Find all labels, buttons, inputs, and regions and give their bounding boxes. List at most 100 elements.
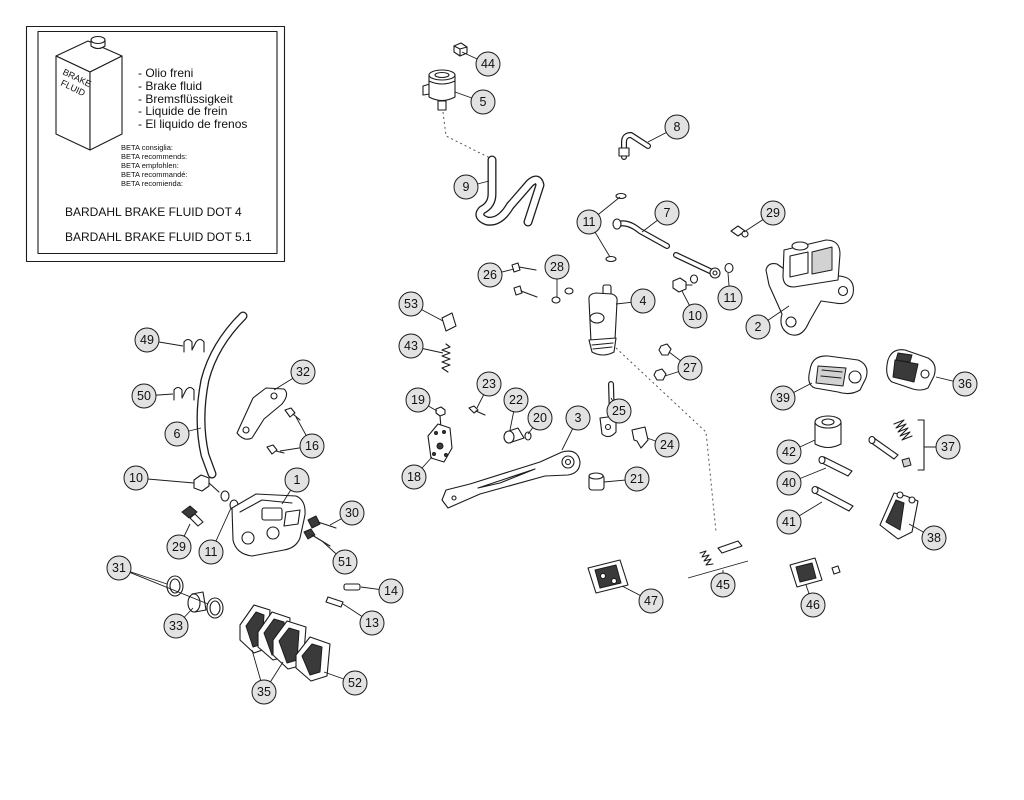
rear-brake-pad-part-47 [587,559,629,594]
callout-circle [475,51,501,77]
callout-circle [453,174,479,200]
callout-circle [776,439,802,465]
callout-5: 5 [454,89,496,115]
callout-circle [682,303,708,329]
bolt-part-44 [453,42,468,57]
callout-23: 23 [476,371,502,409]
nut-part-21 [588,472,605,491]
fluid-name-it: - Olio freni [138,66,193,80]
callout-2: 2 [745,305,790,340]
callout-circle [800,592,826,618]
front-brake-hose-part-6 [196,311,248,479]
pedal-tip-part-18 [427,423,453,463]
callout-37: 37 [924,434,961,460]
rear-caliper-part [765,239,855,336]
callout-13: 13 [342,603,385,636]
pin-part-41 [811,485,854,512]
callout-28: 28 [544,254,570,297]
callout-circle [134,327,160,353]
callout-27: 27 [664,351,703,381]
callout-number: 47 [644,594,658,608]
callout-4: 4 [615,288,656,314]
front-brake-pad-part-52 [295,636,331,682]
callout-number: 28 [550,260,564,274]
washer-parts [605,192,734,284]
callout-number: 14 [384,584,398,598]
callout-42: 42 [776,439,816,465]
callout-3: 3 [561,405,591,451]
callout-number: 52 [348,676,362,690]
callout-11: 11 [717,272,743,311]
hose-clip-part-49 [183,338,205,353]
hose-bracket-part-32 [236,387,288,440]
callout-circle [401,464,427,490]
pin-and-spring-part-45 [687,540,749,579]
callout-circle [624,466,650,492]
fluid-name-en: - Brake fluid [138,79,202,93]
callout-40: 40 [776,467,827,496]
callout-circle [477,262,503,288]
seal-parts-31 [166,575,224,619]
callout-18: 18 [401,456,433,490]
callout-circle [638,588,664,614]
washers-part-28 [551,287,574,304]
callout-number: 42 [782,445,796,459]
recommendation-en: BETA recommends: [121,152,187,161]
bushing-part-22 [503,427,525,444]
callout-number: 37 [941,440,955,454]
callout-11: 11 [576,196,621,258]
callout-number: 4 [640,294,647,308]
callout-circle [745,314,771,340]
front-brake-pads-part-35 [239,604,307,670]
hose-clip-part-50 [173,386,195,401]
callout-10: 10 [123,465,195,491]
callout-circle [131,383,157,409]
pad-pin-part-13 [325,596,344,608]
piston-part-33 [187,591,207,613]
callout-1: 1 [281,467,310,505]
callout-circle [284,467,310,493]
brake-pad-part-39 [808,355,868,395]
product-dot4: BARDAHL BRAKE FLUID DOT 4 [65,205,242,219]
callout-number: 23 [482,377,496,391]
pedal-bolt-part-19 [435,406,446,429]
fluid-name-es: - El liquido de frenos [138,117,247,131]
rear-brake-hose-part [612,218,721,279]
callout-49: 49 [134,327,184,353]
callout-30: 30 [329,500,365,526]
caliper-bolt-part-51 [303,528,331,547]
callout-circle [565,405,591,431]
callout-31: 31 [106,555,209,605]
callout-circle [332,549,358,575]
callout-number: 1 [294,473,301,487]
callout-circle [166,534,192,560]
callout-52: 52 [323,670,368,696]
washer-part-20 [524,431,532,441]
callout-24: 24 [646,432,680,458]
callout-number: 38 [927,531,941,545]
callout-number: 31 [112,561,126,575]
callout-circle [251,679,277,705]
callout-number: 46 [806,598,820,612]
callout-number: 24 [660,438,674,452]
callout-number: 6 [174,427,181,441]
callout-circle [606,398,632,424]
callout-circle [470,89,496,115]
callout-number: 13 [365,616,379,630]
callout-number: 20 [533,411,547,425]
callout-number: 39 [776,391,790,405]
callout-number: 7 [664,206,671,220]
callout-number: 44 [481,57,495,71]
callout-number: 11 [205,545,218,559]
spring-kit-part-37 [868,419,925,471]
callout-circle [664,114,690,140]
brake-fluid-info-box: BRAKE FLUID - Olio freni - Brake fluid -… [25,25,286,263]
callout-50: 50 [131,383,174,409]
callout-circle [677,355,703,381]
callout-circle [710,572,736,598]
callout-number: 16 [305,439,319,453]
callout-number: 32 [296,365,310,379]
rear-brake-reservoir-part [422,69,456,111]
callout-number: 11 [583,215,596,229]
